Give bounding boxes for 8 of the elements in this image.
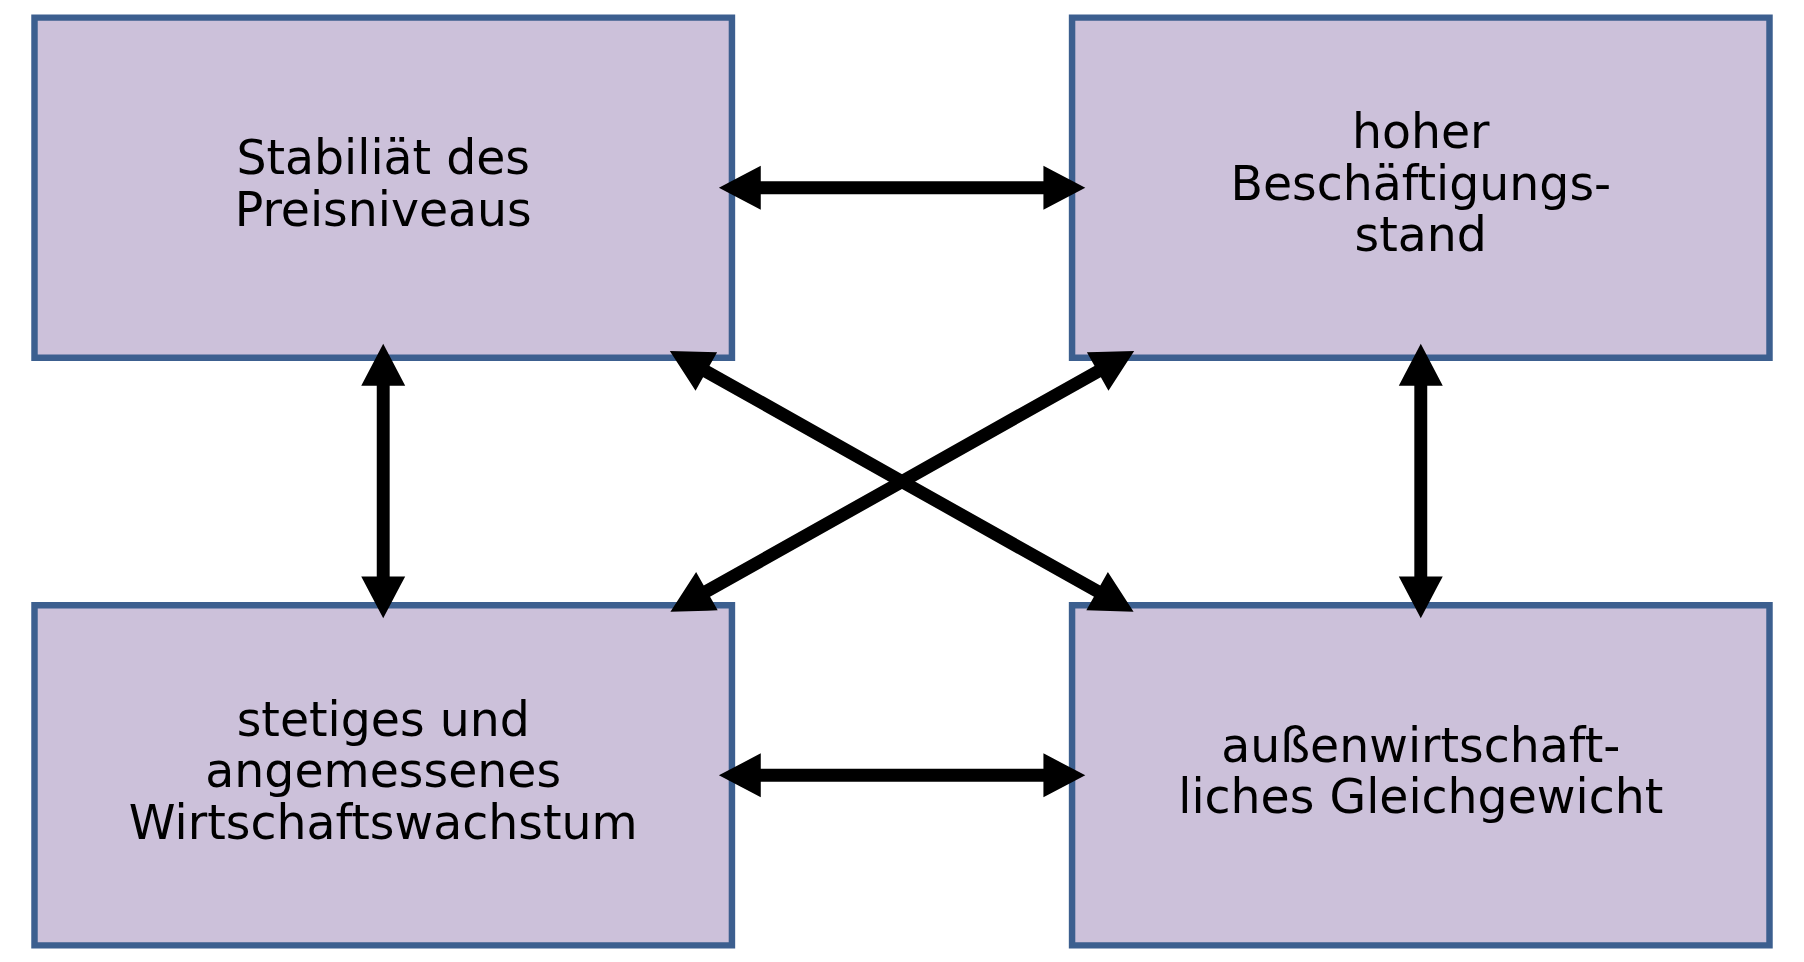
- arrow: [361, 343, 406, 618]
- node-box: hoher Beschäftigungs- stand: [1068, 13, 1773, 361]
- arrow: [1398, 343, 1443, 618]
- node-box: außenwirtschaft- liches Gleichgewicht: [1068, 601, 1773, 949]
- arrow: [718, 752, 1086, 797]
- node-box: stetiges und angemessenes Wirtschaftswachstum: [31, 601, 736, 949]
- arrow: [718, 165, 1086, 210]
- node-box: Stabiliät des Preisniveaus: [31, 13, 736, 361]
